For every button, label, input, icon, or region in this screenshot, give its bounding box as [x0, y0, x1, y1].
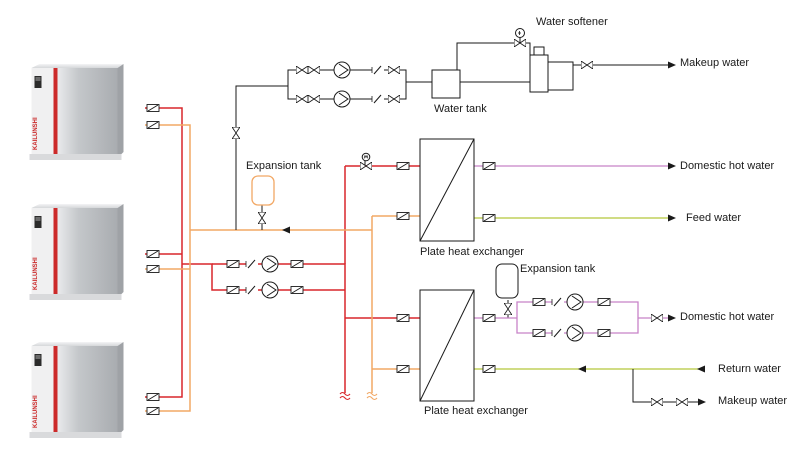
label-feed-water: Feed water: [686, 212, 742, 224]
label-water-softener: Water softener: [536, 16, 608, 28]
softener-pump-2-icon: [333, 90, 351, 108]
boiler-2-brand: KAILUNSHI: [33, 257, 39, 290]
boiler-3-brand: KAILUNSHI: [33, 395, 39, 428]
filters: [146, 104, 611, 415]
expansion-tank-right-vessel: [495, 263, 519, 299]
boiler-1-brand: KAILUNSHI: [33, 117, 39, 150]
label-makeup-water-bottom: Makeup water: [718, 395, 788, 407]
dhw-pump-2-icon: [566, 324, 584, 342]
makeup-branch: [632, 369, 700, 403]
label-plate-heat-exchanger-top: Plate heat exchanger: [420, 246, 524, 258]
pipe-break-markers: [339, 391, 378, 401]
label-domestic-hot-water-bottom: Domestic hot water: [680, 311, 775, 323]
boiler-pump-1-icon: [261, 255, 279, 273]
dhw-pump-1-icon: [566, 293, 584, 311]
boiler-2: [29, 204, 124, 300]
cold-water-piping: [474, 217, 700, 370]
boiler-1: [29, 64, 124, 160]
supply-piping: [145, 107, 420, 398]
softener-meter-icon: [515, 28, 525, 43]
label-water-tank: Water tank: [434, 103, 487, 115]
label-expansion-tank-left: Expansion tank: [246, 160, 322, 172]
flow-arrows: [282, 61, 706, 406]
label-expansion-tank-right: Expansion tank: [520, 263, 596, 275]
boiler-3: [29, 342, 124, 438]
label-domestic-hot-water-top: Domestic hot water: [680, 160, 775, 172]
boiler-pump-2-icon: [261, 281, 279, 299]
label-plate-heat-exchanger-bottom: Plate heat exchanger: [424, 405, 528, 417]
label-makeup-water-top: Makeup water: [680, 57, 750, 69]
return-piping: [145, 124, 420, 412]
plate-heat-exchanger-bottom: [419, 289, 475, 402]
expansion-tank-left-vessel: [251, 175, 275, 206]
water-tank: [431, 69, 461, 99]
label-return-water: Return water: [718, 363, 781, 375]
softener-pump-1-icon: [333, 61, 351, 79]
plate-heat-exchanger-top: [419, 138, 475, 242]
water-softener: [529, 46, 574, 93]
motorized-valve-icon: [361, 152, 371, 162]
